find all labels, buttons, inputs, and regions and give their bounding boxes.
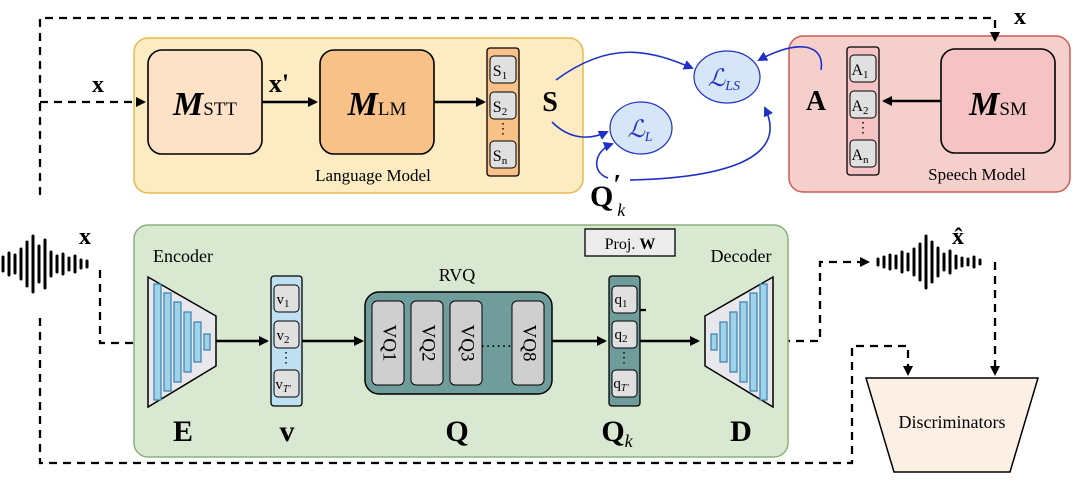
- qkprime-to-ll-arrow: [596, 141, 614, 179]
- q-token-t-label: qT': [613, 376, 629, 394]
- decoder-label: D: [730, 415, 752, 448]
- x-prime-label: x': [269, 69, 289, 98]
- vq-stage-8-label: VQ8: [519, 325, 540, 362]
- vq-stage-3: VQ3: [449, 300, 483, 386]
- s-token-2: [489, 91, 517, 120]
- encoder-label: E: [173, 415, 193, 448]
- rvq-title: RVQ: [439, 265, 476, 285]
- speech-model-caption: Speech Model: [928, 165, 1026, 184]
- q-token-1-label: q1: [615, 292, 628, 310]
- a-token-ellipsis: ⋮: [856, 121, 870, 136]
- vq-stage-8: VQ8: [511, 300, 545, 386]
- s-output-label: S: [542, 87, 558, 118]
- qk-label: Qk: [601, 415, 633, 451]
- rvq-label: Q: [445, 415, 468, 448]
- s-token-n: [489, 140, 517, 169]
- v-token-1: [273, 284, 300, 313]
- v-label: v: [280, 415, 295, 448]
- s-token-ellipsis: ⋮: [496, 122, 510, 137]
- lm-model-label: MLM: [347, 86, 407, 123]
- top-dashed-route: [38, 16, 1000, 195]
- decoder-output-route: [782, 257, 870, 343]
- discriminator-trapezoid: [864, 377, 1040, 473]
- stt-model-label: MSTT: [172, 86, 237, 123]
- a-output-label: A: [806, 86, 827, 117]
- a-token-n-label: An: [851, 147, 869, 166]
- x-codec-label: x: [79, 224, 91, 250]
- v-token-t-label: vT': [275, 377, 291, 395]
- input-waveform-icon: [1, 234, 89, 294]
- language-model-caption: Language Model: [315, 166, 431, 185]
- projection-box: [584, 228, 676, 257]
- s-to-lls-arrow: [555, 51, 694, 81]
- vq-stage-2: VQ2: [410, 300, 444, 386]
- v-token-ellipsis: ⋮: [279, 351, 293, 366]
- s-token-1-label: S1: [493, 63, 507, 82]
- q-token-2: [611, 320, 638, 349]
- a-token-n: [849, 139, 877, 168]
- encoder-layers-icon: [153, 283, 211, 401]
- v-token-2: [273, 320, 300, 349]
- q-token-t: [611, 369, 638, 398]
- vq-stage-1-label: VQ1: [379, 325, 400, 362]
- s-token-n-label: Sn: [493, 148, 508, 167]
- s-token-2-label: S2: [493, 99, 507, 118]
- qkprime-to-lls-arrow: [629, 106, 773, 181]
- q-token-2-label: q2: [615, 327, 628, 345]
- vq-stage-2-label: VQ2: [418, 325, 439, 362]
- x-top-right-label: x: [1014, 4, 1026, 30]
- sm-model-label: MSM: [968, 86, 1027, 123]
- a-token-1-label: A1: [851, 62, 868, 81]
- vq-stage-1: VQ1: [371, 300, 405, 386]
- a-to-lls-arrow: [757, 46, 823, 71]
- input-to-encoder-route: [98, 270, 145, 348]
- decoder-layers-icon: [710, 283, 768, 401]
- q-token-1: [611, 285, 638, 314]
- loss-l-node: [609, 101, 673, 155]
- loss-ls-label: ℒLS: [708, 66, 740, 94]
- qk-prime-label: Q′k: [590, 170, 626, 220]
- bottom-dashed-route: [38, 318, 913, 465]
- loss-ls-node: [693, 50, 761, 104]
- s-token-1: [489, 55, 517, 84]
- x-left-label: x: [92, 72, 104, 98]
- x-hat-label: x̂: [952, 224, 964, 250]
- loss-l-label: ℒL: [627, 117, 652, 145]
- v-token-1-label: v1: [277, 292, 290, 310]
- a-token-1: [849, 54, 877, 83]
- a-token-2: [849, 90, 877, 119]
- vq-ellipsis: ……: [480, 334, 512, 351]
- discriminator-label: Discriminators: [899, 412, 1006, 432]
- vq-stage-3-label: VQ3: [457, 325, 478, 362]
- v-token-2-label: v2: [277, 328, 290, 346]
- q-token-ellipsis: ⋮: [617, 351, 631, 366]
- projection-label: Proj. W: [605, 236, 656, 253]
- decoder-title: Decoder: [711, 246, 772, 266]
- encoder-title: Encoder: [153, 246, 213, 266]
- output-waveform-icon: [876, 234, 982, 290]
- v-token-t: [273, 369, 300, 398]
- s-to-ll-arrow: [551, 121, 609, 140]
- a-token-2-label: A2: [851, 98, 868, 117]
